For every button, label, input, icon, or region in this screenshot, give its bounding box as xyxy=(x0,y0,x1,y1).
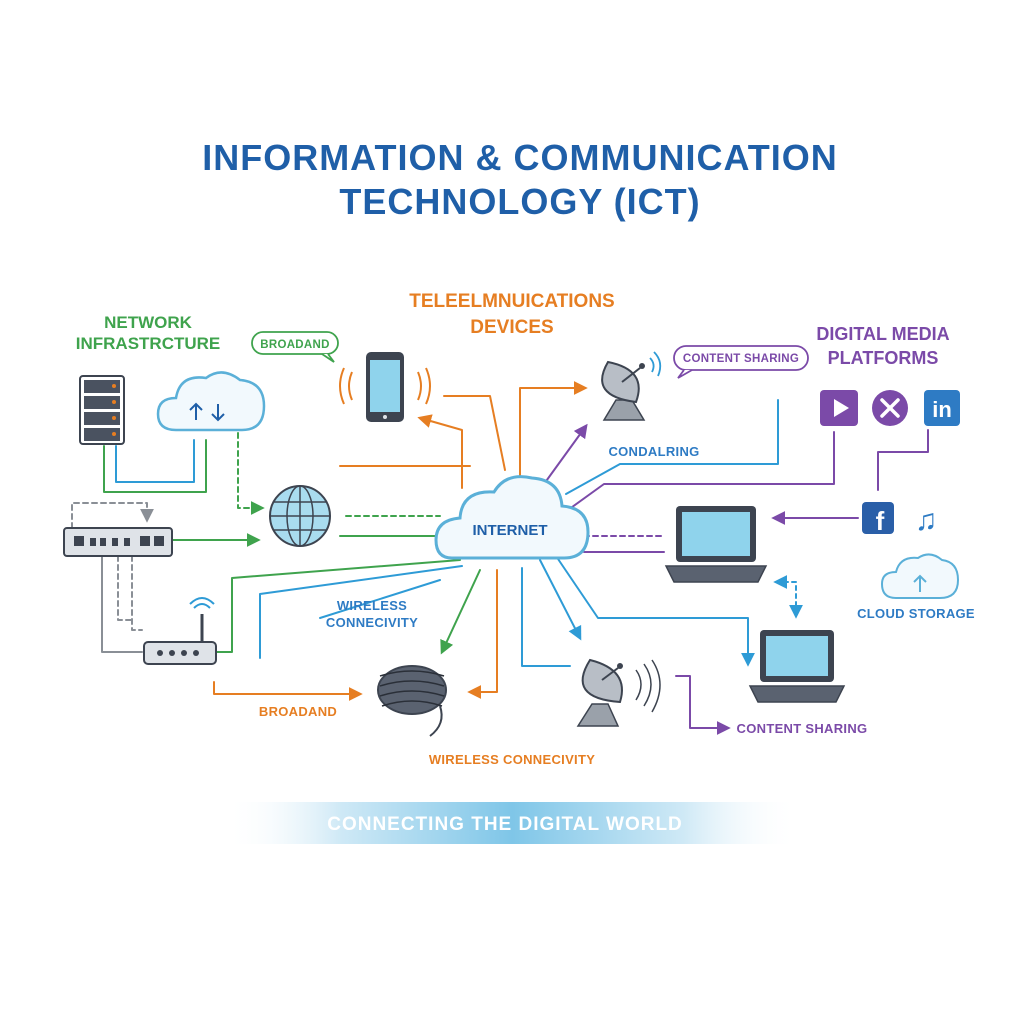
footer-banner: CONNECTING THE DIGITAL WORLD xyxy=(226,802,798,844)
heading-digital-line1: DIGITAL MEDIA xyxy=(816,324,949,344)
play-icon[interactable] xyxy=(820,390,858,426)
connector-lines xyxy=(71,381,929,735)
satellite-dish-icon-bottom xyxy=(576,658,661,727)
heading-digital-line2: PLATFORMS xyxy=(828,348,939,368)
footer-banner-text: CONNECTING THE DIGITAL WORLD xyxy=(327,814,683,835)
label-cloud-storage: CLOUD STORAGE xyxy=(857,606,975,621)
hub-label: INTERNET xyxy=(473,522,548,539)
linkedin-icon[interactable]: in xyxy=(924,390,960,426)
wifi-router-icon xyxy=(143,597,217,665)
pill-broadband-top: BROADAND xyxy=(251,331,339,363)
label-broadband-bottom: BROADAND xyxy=(259,704,337,719)
label-condalring: CONDALRING xyxy=(608,444,699,459)
heading-telecom-line1: TELEELMNUICATIONS xyxy=(409,291,614,312)
globe-icon xyxy=(269,485,331,547)
laptop-icon-top xyxy=(664,506,768,583)
heading-network-line2: INFRASTRCTURE xyxy=(76,334,221,353)
music-note-icon[interactable]: ♫ xyxy=(915,504,938,537)
pill-content-sharing-top-text: CONTENT SHARING xyxy=(683,353,799,365)
page-title-line2: TECHNOLOGY (ICT) xyxy=(339,181,700,222)
heading-network-line1: NETWORK xyxy=(104,313,193,332)
pill-content-sharing-top: CONTENT SHARING xyxy=(673,345,809,379)
label-wireless-bottom: WIRELESS CONNECIVITY xyxy=(429,752,595,767)
label-wireless-mid-line1: WIRELESS xyxy=(337,598,407,613)
label-wireless-mid-line2: CONNECIVITY xyxy=(326,615,418,630)
server-rack-icon xyxy=(79,375,125,445)
svg-text:♫: ♫ xyxy=(915,504,938,537)
close-icon[interactable] xyxy=(872,390,908,426)
satellite-dish-icon-top xyxy=(601,351,662,421)
laptop-icon-bottom xyxy=(748,630,846,703)
svg-text:f: f xyxy=(876,506,885,536)
facebook-icon[interactable]: f xyxy=(862,502,894,536)
cable-spool-icon xyxy=(377,665,447,737)
network-switch-icon xyxy=(63,527,173,557)
internet-hub-cloud[interactable]: INTERNET xyxy=(434,475,590,560)
heading-telecom-line2: DEVICES xyxy=(470,317,553,338)
pill-broadband-top-text: BROADAND xyxy=(260,339,329,351)
cloud-storage-icon xyxy=(880,553,960,599)
svg-text:in: in xyxy=(932,397,952,422)
smartphone-icon xyxy=(339,352,431,422)
label-content-sharing-bottom: CONTENT SHARING xyxy=(737,721,868,736)
page-title-line1: INFORMATION & COMMUNICATION xyxy=(202,137,838,178)
cloud-upload-icon xyxy=(156,371,266,432)
